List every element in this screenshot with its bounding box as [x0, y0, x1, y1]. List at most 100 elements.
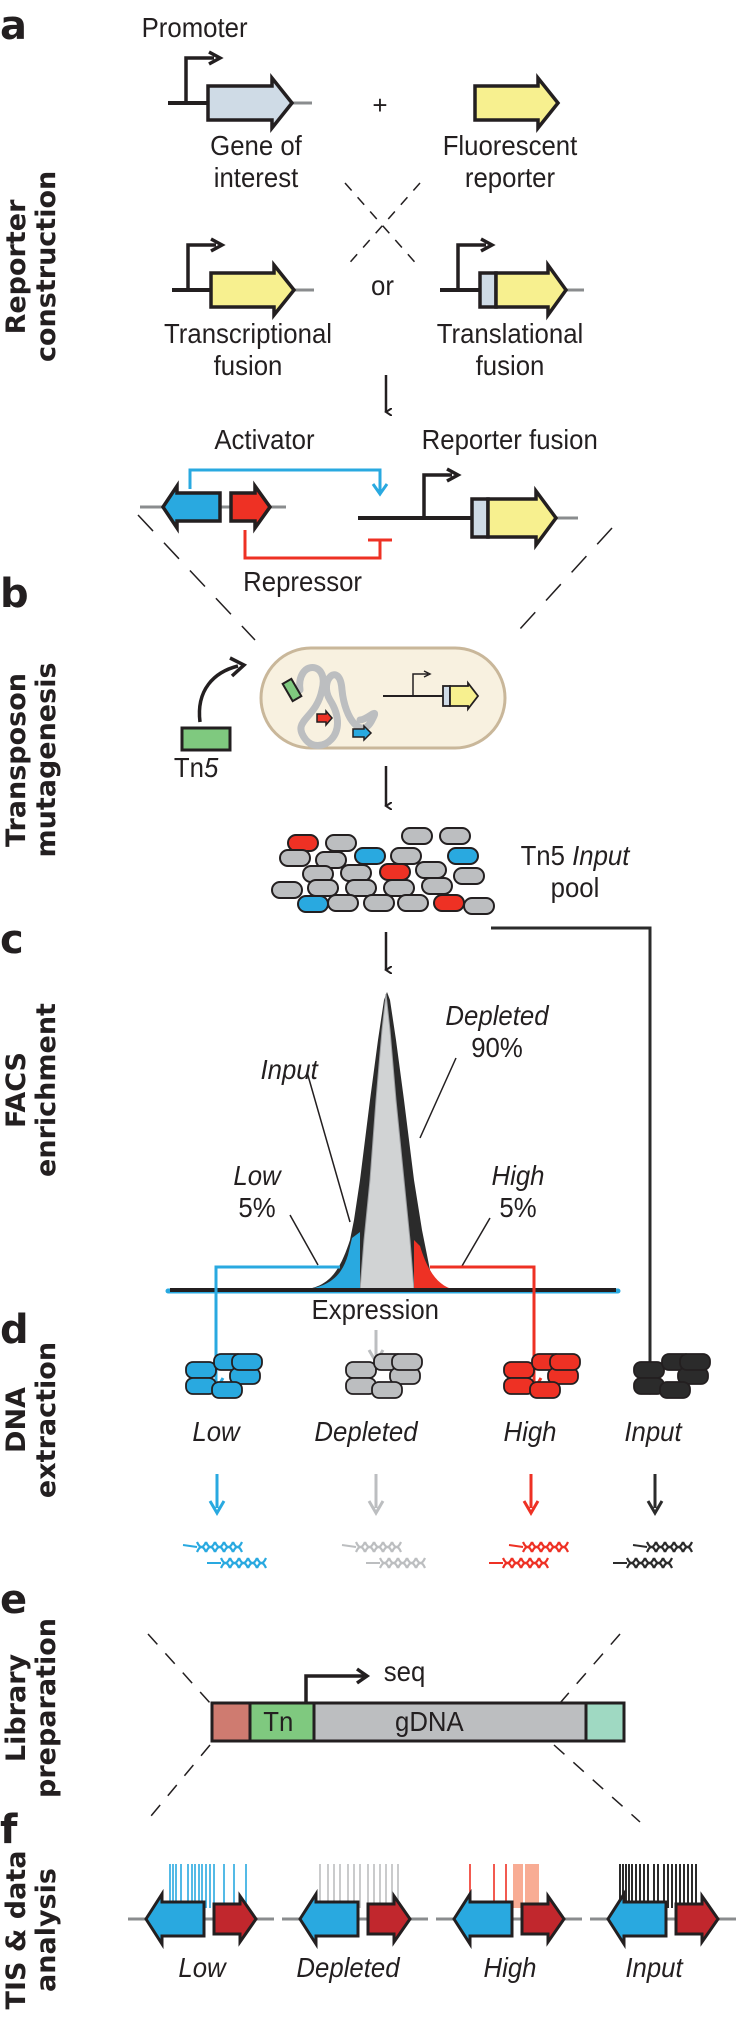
fluorescent-reporter-icon [473, 73, 561, 133]
activator-gene-icon [606, 1888, 668, 1950]
mutant-cell [271, 881, 303, 899]
track-label-high: High [483, 1952, 537, 1983]
fluorescent-reporter-label: Fluorescent reporter [427, 130, 593, 194]
dna-strand [405, 1561, 418, 1569]
mutant-cell [453, 867, 485, 885]
label-line: reporter [464, 162, 556, 193]
arrow-head [522, 1500, 540, 1516]
mutant-cell [415, 861, 447, 879]
mutant-cell [287, 834, 319, 852]
track-label-low: Low [178, 1952, 226, 1983]
insertion-arrow [197, 664, 239, 723]
depleted-percent: 90% [471, 1032, 523, 1063]
dna-strand [663, 1545, 676, 1553]
dna-strand [204, 1545, 217, 1553]
sorted-cell-clusters [185, 1353, 711, 1399]
panel-letter-c: c [0, 917, 24, 963]
promoter-arrow-icon [422, 473, 452, 518]
repressor-gene-icon [212, 1891, 258, 1947]
cell [529, 1381, 561, 1399]
repression-bar [243, 530, 392, 560]
tis-track-depleted [282, 1864, 428, 1950]
translational-fusion-label: Translational fusion [418, 318, 602, 382]
reporter-gene-icon [494, 259, 569, 321]
dna-strand [378, 1561, 391, 1569]
reporter-fusion-locus [358, 467, 578, 551]
label-line: Low [233, 1160, 281, 1191]
arrow-head [367, 1500, 385, 1516]
dna-helix-icon [613, 1541, 694, 1569]
mutant-cell [401, 827, 433, 845]
label-line: interest [213, 162, 299, 193]
gene-of-interest-label: Gene of interest [192, 130, 321, 194]
sequencing-library-fragment [210, 1667, 626, 1743]
pool-italic: Input [572, 840, 630, 871]
dna-strand [390, 1545, 403, 1553]
mutant-cell [447, 847, 479, 865]
cell [391, 1353, 423, 1371]
label-line: Translational [436, 318, 584, 349]
mutant-cell [345, 879, 377, 897]
arrow-head [208, 1500, 226, 1516]
adapter-left [210, 1701, 252, 1743]
tn5-transposon-icon [180, 726, 232, 752]
mutant-cell [354, 847, 386, 865]
tis-track-input [590, 1864, 736, 1950]
zoom-guide-lines [137, 514, 613, 641]
input-route-line [491, 926, 652, 1385]
high-percent: 5% [499, 1192, 537, 1223]
track-label-input: Input [625, 1952, 683, 1983]
translational-fusion-construct [440, 237, 584, 321]
dna-strand [557, 1545, 570, 1553]
low-gate-route [214, 1265, 340, 1385]
mutant-cell [279, 849, 311, 867]
low-percent: 5% [238, 1192, 276, 1223]
cell-cluster-low [185, 1353, 263, 1399]
label-line: Depleted [445, 1000, 549, 1031]
cell-cluster-input [633, 1353, 711, 1399]
low-label: Low 5% [225, 1160, 289, 1224]
dna-strand [246, 1561, 259, 1569]
promoter-arrow-icon [456, 243, 486, 290]
low-gate-fill [300, 1232, 360, 1290]
activator-gene-icon [452, 1888, 514, 1950]
mutant-cell [363, 894, 395, 912]
dna-strand [510, 1561, 523, 1569]
cell [371, 1381, 403, 1399]
mutant-cell [421, 877, 453, 895]
dna-strand [645, 1545, 658, 1553]
dna-strand [231, 1545, 244, 1553]
cell [549, 1353, 581, 1371]
repressor-gene-icon [520, 1891, 566, 1947]
bacterial-cell [259, 646, 507, 750]
dna-strand [672, 1545, 685, 1553]
repressor-gene-icon [674, 1891, 720, 1947]
cell [185, 1361, 217, 1379]
or-label: or [370, 270, 394, 301]
plus-sign: + [372, 90, 387, 120]
tn5-suffix: 5 [204, 752, 219, 783]
transcriptional-fusion-construct [172, 237, 314, 320]
repressor-gene-icon [229, 480, 273, 534]
mutant-cell [397, 894, 429, 912]
label-line: fusion [475, 350, 545, 381]
dna-tail [182, 1544, 198, 1548]
dna-strand [501, 1561, 514, 1569]
panel-letter-e: e [0, 1577, 28, 1623]
promoter-arrow-icon [184, 56, 214, 103]
depleted-distribution [359, 993, 415, 1291]
label-line: fusion [213, 350, 283, 381]
dna-strand [625, 1561, 638, 1569]
dna-strand [528, 1561, 541, 1569]
tn5-prefix: Tn [173, 752, 205, 783]
dna-strand [381, 1545, 394, 1553]
group-label-low: Low [192, 1416, 240, 1447]
depleted-label: Depleted 90% [437, 1000, 557, 1064]
input-label: Input [260, 1054, 318, 1085]
gdna-label: gDNA [394, 1706, 464, 1737]
cell-cluster-high [503, 1353, 581, 1399]
high-gate-fill [414, 1240, 455, 1290]
mutant-cell [307, 879, 339, 897]
extraction-arrows [208, 1474, 664, 1516]
panel-letter-a: a [0, 3, 27, 49]
